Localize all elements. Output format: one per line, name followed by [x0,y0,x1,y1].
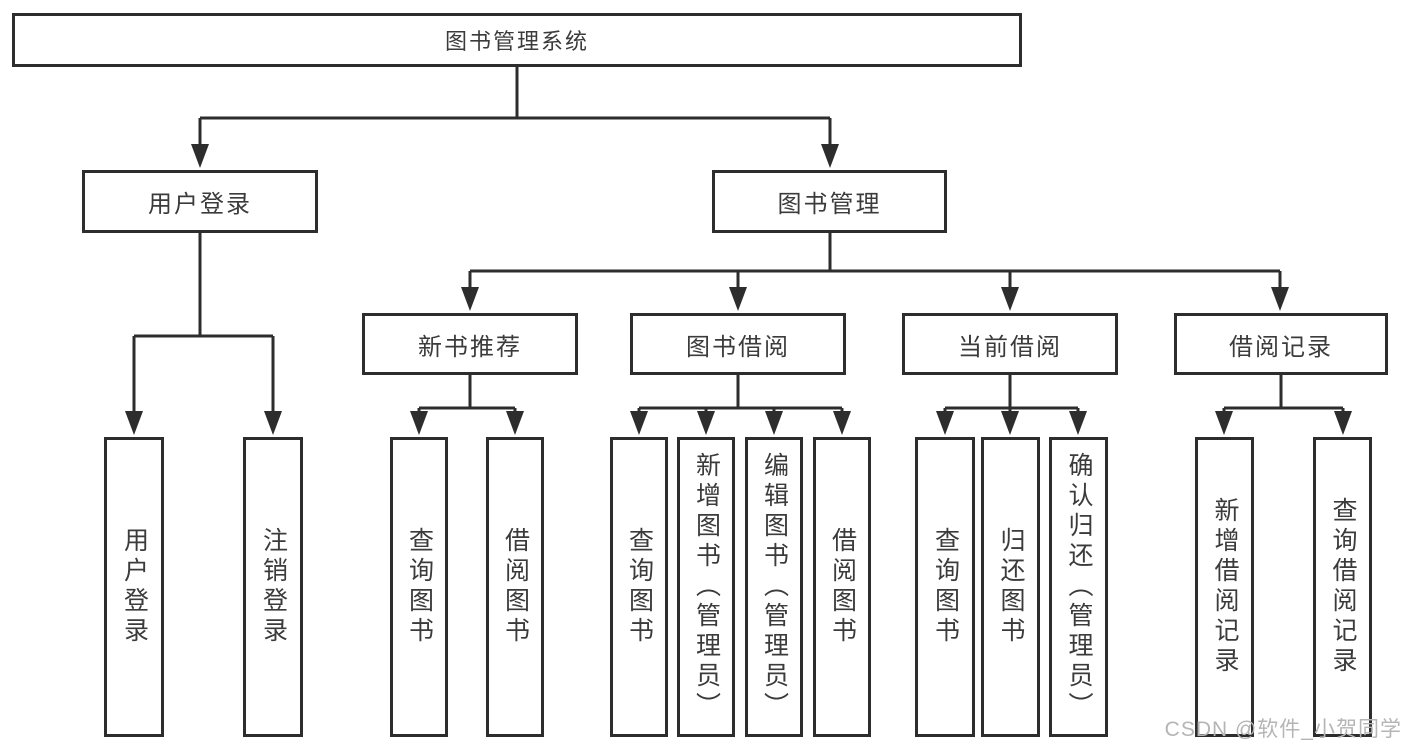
node-borrow-records: 借阅记录 [1174,313,1388,375]
leaf-confirm-return-admin-label: 确认归还（管理员） [1065,452,1093,722]
leaf-borrow-books: 借阅图书 [813,437,871,737]
leaf-edit-books-admin-label: 编辑图书（管理员） [760,452,789,722]
leaf-return-books-label: 归还图书 [997,527,1025,647]
node-book-management-label: 图书管理 [777,191,882,218]
node-new-book-recommend: 新书推荐 [362,313,578,375]
leaf-add-books-admin-label: 新增图书（管理员） [692,452,721,722]
node-current-borrow-label: 当前借阅 [958,333,1062,361]
leaf-current-query-books-label: 查询图书 [931,527,960,647]
leaf-recommend-query-books: 查询图书 [390,437,448,737]
leaf-query-borrow-record: 查询借阅记录 [1313,437,1372,737]
leaf-current-query-books: 查询图书 [915,437,975,737]
node-new-book-recommend-label: 新书推荐 [418,333,522,361]
leaf-add-books-admin: 新增图书（管理员） [677,437,735,737]
leaf-add-borrow-record-label: 新增借阅记录 [1211,497,1239,677]
leaf-user-login-label: 用户登录 [120,527,149,647]
leaf-borrow-query-books: 查询图书 [610,437,668,737]
node-book-borrow-label: 图书借阅 [686,333,790,361]
node-user-login-label: 用户登录 [148,191,252,218]
node-library-system-label: 图书管理系统 [444,29,589,54]
node-user-login: 用户登录 [82,170,318,233]
leaf-borrow-query-books-label: 查询图书 [625,527,654,647]
leaf-logout-label: 注销登录 [259,527,288,647]
leaf-return-books: 归还图书 [981,437,1040,737]
leaf-borrow-books-label: 借阅图书 [828,527,857,647]
leaf-recommend-query-books-label: 查询图书 [405,527,434,647]
node-book-management: 图书管理 [712,170,947,233]
connector-edges [132,67,1345,416]
node-book-borrow: 图书借阅 [630,313,846,375]
leaf-recommend-borrow-books: 借阅图书 [486,437,544,737]
leaf-user-login: 用户登录 [104,437,164,737]
leaf-add-borrow-record: 新增借阅记录 [1195,437,1254,737]
csdn-watermark: CSDN @软件_小贺同学 [1164,718,1402,741]
node-borrow-records-label: 借阅记录 [1229,333,1333,361]
leaf-query-borrow-record-label: 查询借阅记录 [1329,497,1357,677]
node-current-borrow: 当前借阅 [902,313,1118,375]
arrowheads [125,144,1352,435]
leaf-edit-books-admin: 编辑图书（管理员） [745,437,803,737]
leaf-recommend-borrow-books-label: 借阅图书 [501,527,530,647]
leaf-confirm-return-admin: 确认归还（管理员） [1049,437,1108,737]
node-library-system: 图书管理系统 [12,13,1022,67]
leaf-logout: 注销登录 [243,437,303,737]
